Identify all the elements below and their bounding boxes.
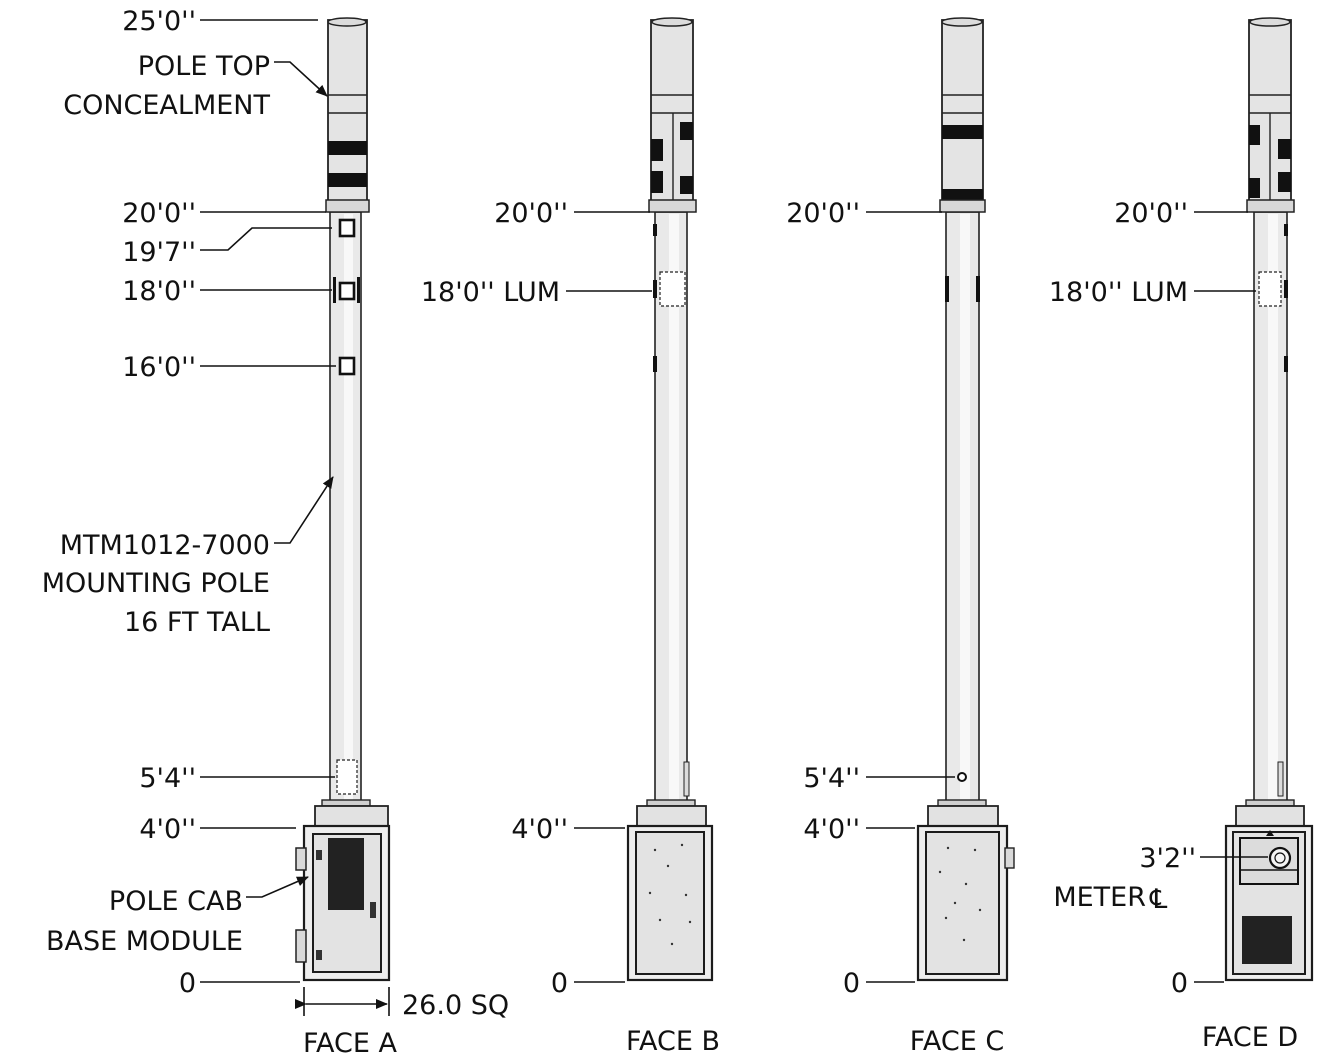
port-19-7 [338,218,356,238]
height-label-5-4: 5'4'' [139,763,196,794]
face-c-elevation [916,17,1015,982]
height-label-20-0: 20'0'' [494,198,568,229]
height-label-19-7: 19'7'' [122,237,196,268]
height-label-20-0: 20'0'' [1114,198,1188,229]
face-d-labels: 20'0'' 18'0'' LUM 3'2'' METER ℄ 0 FACE D [1049,198,1298,1053]
callout-pole-line1: MTM1012-7000 [60,530,270,561]
cabinet-vent [1242,916,1292,964]
height-label-18-0-lum: 18'0'' LUM [421,277,560,308]
face-a-labels: 25'0'' POLE TOP CONCEALMENT 20'0'' 19'7'… [42,6,509,1059]
face-b-title: FACE B [626,1026,720,1057]
height-label-top: 25'0'' [122,6,196,37]
height-label-20-0: 20'0'' [786,198,860,229]
height-label-grade: 0 [179,968,196,999]
callout-pole-line3: 16 FT TALL [124,607,270,638]
leader-lines [200,19,1268,1016]
callout-concealment-line2: CONCEALMENT [63,90,270,121]
access-door [336,759,358,795]
height-label-grade: 0 [1171,968,1188,999]
callout-concealment-line1: POLE TOP [138,51,270,82]
luminaire-mount [1258,271,1282,307]
face-b-elevation [626,17,714,982]
face-b-labels: 20'0'' 18'0'' LUM 4'0'' 0 FACE B [421,198,720,1057]
height-label-18-0: 18'0'' [122,276,196,307]
height-label-16-0: 16'0'' [122,352,196,383]
port-18-0 [338,281,356,301]
callout-cabinet-line2: BASE MODULE [46,926,243,957]
pole-cab-base-module [626,824,714,982]
face-d-elevation [1224,17,1314,982]
height-label-3-2: 3'2'' [1139,843,1196,874]
meter-note: METER [1053,882,1146,913]
height-label-grade: 0 [551,968,568,999]
access-port [957,772,967,782]
face-a-elevation [295,17,391,982]
pole-cab-base-module [295,824,391,982]
pole-cab-base-module [916,824,1015,982]
height-label-4-0: 4'0'' [803,814,860,845]
pole-top-concealment [939,17,986,213]
height-label-20-0: 20'0'' [122,198,196,229]
face-a-title: FACE A [303,1028,398,1059]
pole-top-concealment [325,17,370,213]
dimension-label: 26.0 SQ [402,990,509,1021]
face-c-labels: 20'0'' 5'4'' 4'0'' 0 FACE C [786,198,1004,1057]
luminaire-mount [659,271,686,307]
callout-pole-line2: MOUNTING POLE [42,568,270,599]
pole-cab-base-module [1224,824,1314,982]
meter-icon [1268,846,1292,870]
face-d-title: FACE D [1202,1022,1298,1053]
pole-top-concealment [648,17,697,213]
height-label-4-0: 4'0'' [139,814,196,845]
pole-top-concealment [1246,17,1295,213]
height-label-4-0: 4'0'' [511,814,568,845]
port-16-0 [338,356,356,376]
height-label-5-4: 5'4'' [803,763,860,794]
height-label-grade: 0 [843,968,860,999]
centerline-symbol: ℄ [1149,884,1168,915]
face-c-title: FACE C [910,1026,1004,1057]
height-label-18-0-lum: 18'0'' LUM [1049,277,1188,308]
cabinet-vent [328,838,364,910]
callout-cabinet-line1: POLE CAB [109,886,243,917]
